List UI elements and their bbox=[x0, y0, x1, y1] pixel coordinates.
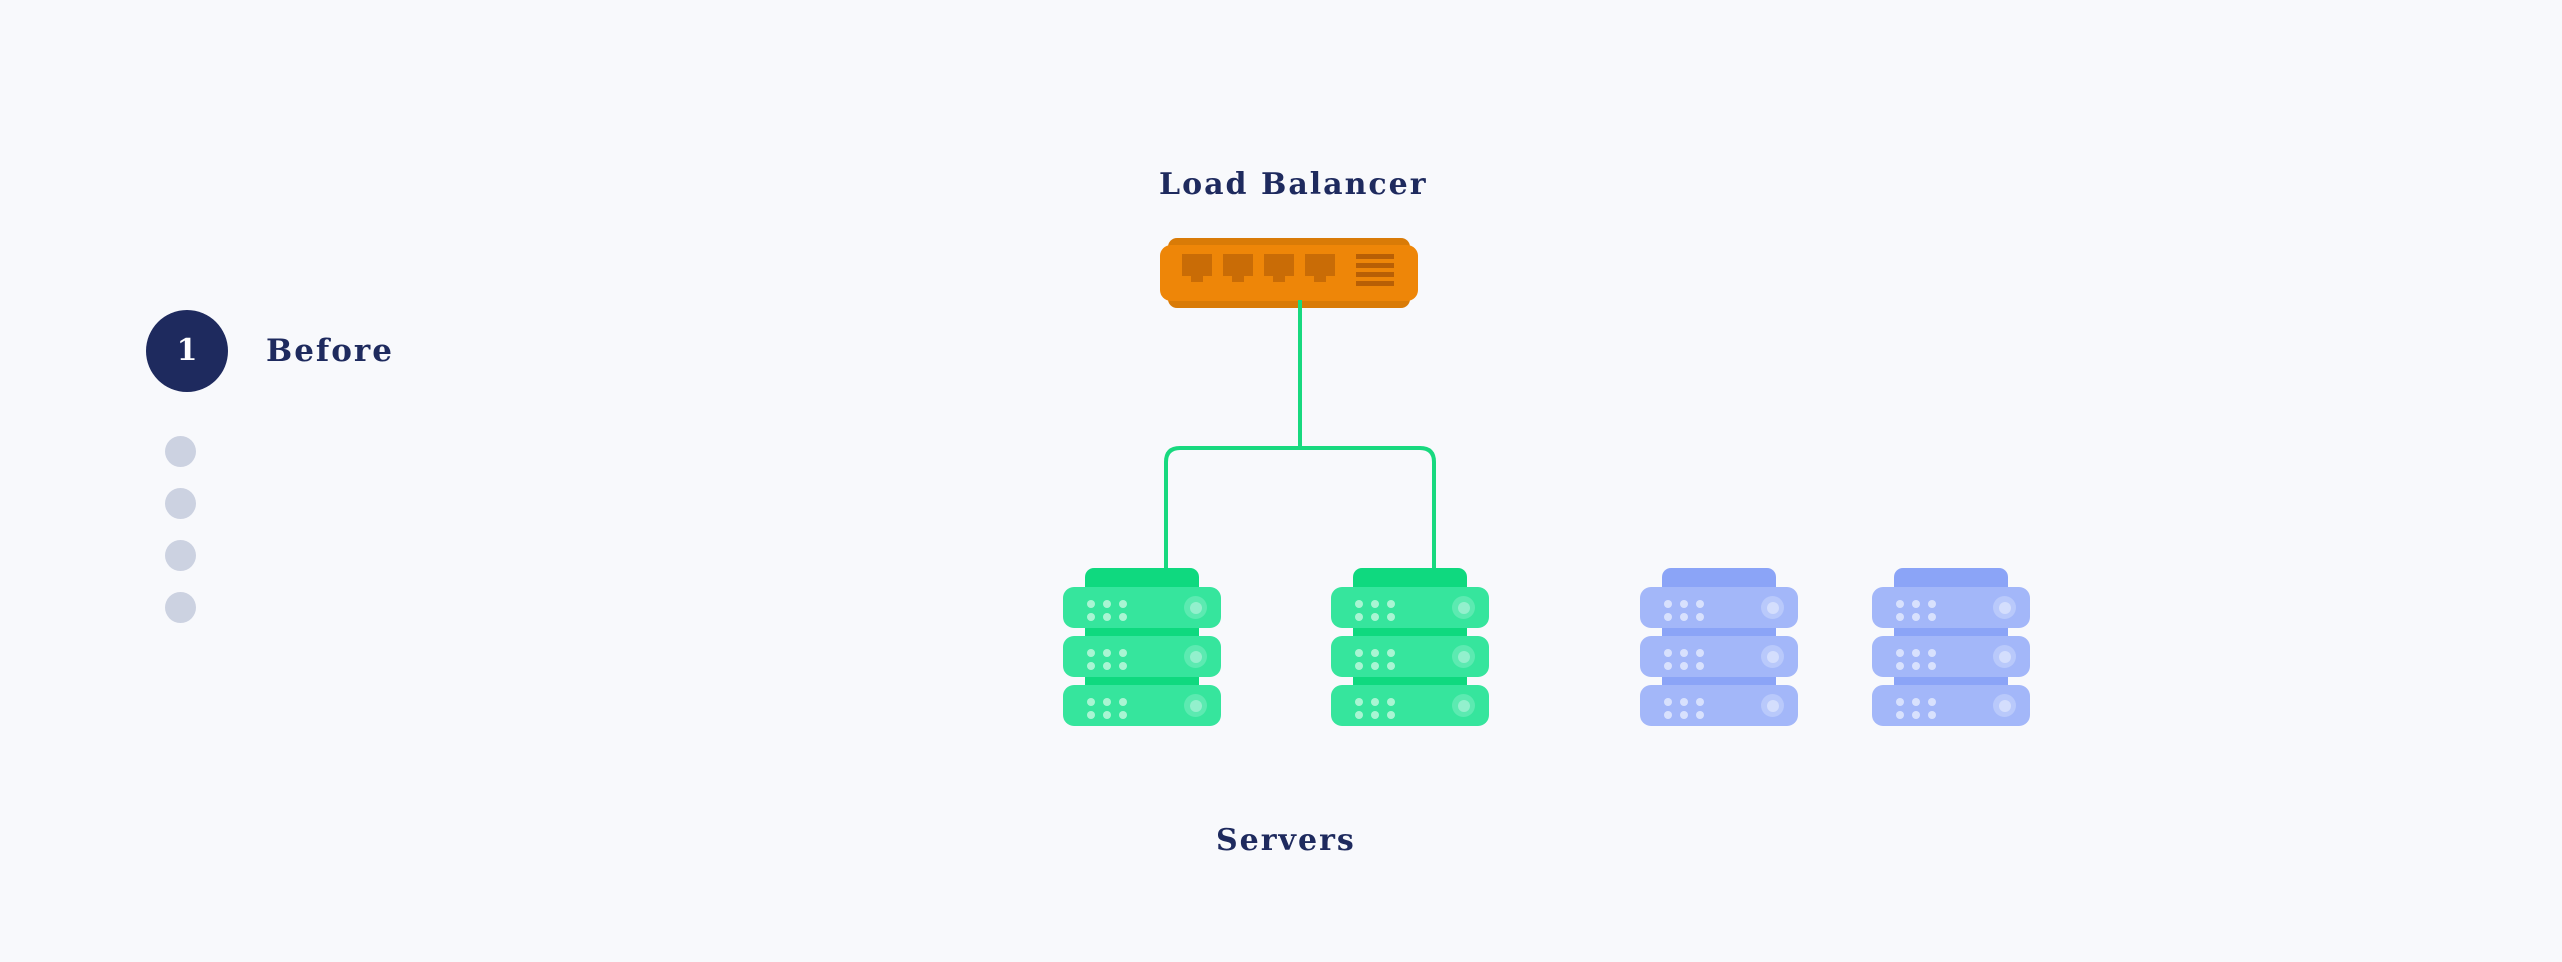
step-number: 1 bbox=[176, 333, 198, 368]
status-indicator-icon bbox=[1993, 694, 2016, 717]
server-stack-4[interactable] bbox=[1872, 568, 2030, 726]
server-stack-1[interactable] bbox=[1063, 568, 1221, 726]
load-balancer-port-group bbox=[1182, 254, 1335, 282]
step-dot-list bbox=[165, 436, 666, 623]
rack-unit[interactable] bbox=[1872, 685, 2030, 726]
led-grid-icon bbox=[1087, 649, 1127, 670]
rack-unit[interactable] bbox=[1331, 636, 1489, 677]
led-grid-icon bbox=[1896, 600, 1936, 621]
ethernet-port-icon bbox=[1182, 254, 1212, 282]
step-dot-3[interactable] bbox=[165, 488, 196, 519]
status-indicator-icon bbox=[1184, 645, 1207, 668]
server-stack-3[interactable] bbox=[1640, 568, 1798, 726]
step-item-1[interactable]: 1 Before bbox=[146, 310, 666, 392]
step-number-badge: 1 bbox=[146, 310, 228, 392]
led-grid-icon bbox=[1087, 698, 1127, 719]
status-indicator-icon bbox=[1993, 596, 2016, 619]
connector-tree bbox=[1164, 300, 1436, 570]
rack-unit[interactable] bbox=[1063, 587, 1221, 628]
led-grid-icon bbox=[1355, 600, 1395, 621]
rack-unit[interactable] bbox=[1640, 587, 1798, 628]
led-grid-icon bbox=[1087, 600, 1127, 621]
step-dot-4[interactable] bbox=[165, 540, 196, 571]
rack-unit[interactable] bbox=[1063, 636, 1221, 677]
status-indicator-icon bbox=[1452, 694, 1475, 717]
ethernet-port-icon bbox=[1223, 254, 1253, 282]
led-grid-icon bbox=[1355, 649, 1395, 670]
rack-unit[interactable] bbox=[1640, 636, 1798, 677]
load-balancer-node[interactable] bbox=[1160, 238, 1418, 308]
rack-unit[interactable] bbox=[1872, 587, 2030, 628]
status-indicator-icon bbox=[1761, 596, 1784, 619]
ethernet-port-icon bbox=[1305, 254, 1335, 282]
led-grid-icon bbox=[1355, 698, 1395, 719]
led-grid-icon bbox=[1896, 649, 1936, 670]
status-indicator-icon bbox=[1761, 645, 1784, 668]
led-grid-icon bbox=[1664, 649, 1704, 670]
server-stack-2[interactable] bbox=[1331, 568, 1489, 726]
status-indicator-icon bbox=[1184, 596, 1207, 619]
rack-unit[interactable] bbox=[1640, 685, 1798, 726]
step-label: Before bbox=[266, 333, 394, 369]
load-balancer-title: Load Balancer bbox=[1159, 167, 1428, 202]
rack-unit[interactable] bbox=[1872, 636, 2030, 677]
status-indicator-icon bbox=[1452, 645, 1475, 668]
rack-unit[interactable] bbox=[1063, 685, 1221, 726]
led-grid-icon bbox=[1664, 600, 1704, 621]
servers-title: Servers bbox=[1216, 823, 1356, 858]
status-indicator-icon bbox=[1761, 694, 1784, 717]
status-indicator-icon bbox=[1993, 645, 2016, 668]
ethernet-port-icon bbox=[1264, 254, 1294, 282]
step-dot-5[interactable] bbox=[165, 592, 196, 623]
step-dot-2[interactable] bbox=[165, 436, 196, 467]
rack-unit[interactable] bbox=[1331, 685, 1489, 726]
status-indicator-icon bbox=[1452, 596, 1475, 619]
status-indicator-icon bbox=[1184, 694, 1207, 717]
step-rail: 1 Before bbox=[146, 310, 666, 623]
led-grid-icon bbox=[1896, 698, 1936, 719]
vent-grille-icon bbox=[1356, 254, 1394, 286]
rack-unit[interactable] bbox=[1331, 587, 1489, 628]
led-grid-icon bbox=[1664, 698, 1704, 719]
